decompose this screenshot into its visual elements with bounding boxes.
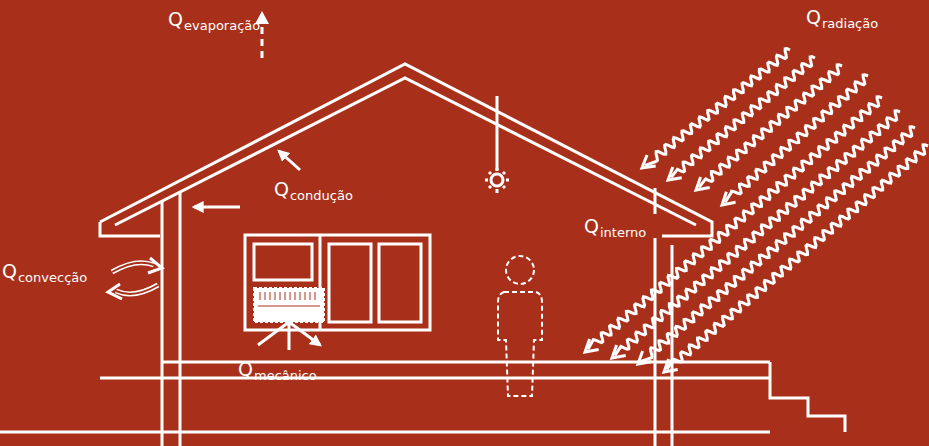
person-head <box>506 256 534 284</box>
roof-outer <box>100 64 712 236</box>
roof-inner <box>115 78 696 225</box>
ac-vent <box>260 292 261 300</box>
ac-vent <box>310 292 311 300</box>
radiation-arrowhead <box>696 177 710 190</box>
heat-symbol: Q <box>274 180 289 199</box>
heat-subscript: convecção <box>18 271 87 284</box>
radiation-wave <box>641 127 915 362</box>
lamp-cord <box>496 96 499 170</box>
radiation-arrowhead <box>638 351 652 364</box>
evaporation-arrow <box>261 22 264 58</box>
radiation-arrowhead <box>612 345 626 358</box>
radiation-wave <box>667 145 928 370</box>
person-body <box>498 292 542 396</box>
steps <box>0 362 845 432</box>
heat-symbol: Q <box>238 360 253 379</box>
ac-body <box>254 288 324 322</box>
heat-subscript: radiação <box>822 17 878 30</box>
window-pane <box>379 244 421 322</box>
ac-vent <box>280 292 281 300</box>
conduction-arrow <box>279 151 300 170</box>
right-wall <box>655 188 672 446</box>
left-eave <box>100 222 160 236</box>
convection-arrow <box>116 285 158 294</box>
convection-arrow <box>112 263 154 272</box>
heat-symbol: Q <box>168 10 183 29</box>
window-pane <box>254 244 312 280</box>
convection-arrow-core <box>112 263 154 272</box>
radiation-arrowhead <box>585 339 599 352</box>
radiation-arrowhead <box>664 359 678 372</box>
radiation-wave <box>671 57 815 178</box>
radiation-wave <box>645 49 790 166</box>
lamp-rays <box>485 168 509 193</box>
mechanical-arrows <box>258 322 320 350</box>
radiation-waves <box>585 49 928 372</box>
radiation-arrowhead <box>722 192 736 205</box>
radiation-arrowhead <box>668 167 682 180</box>
ac-vent <box>305 292 306 300</box>
ac-vent <box>290 292 291 300</box>
left-wall <box>162 192 180 446</box>
person <box>498 256 542 396</box>
radiation-arrowhead <box>642 155 656 168</box>
heat-subscript: evaporação <box>184 19 260 32</box>
convection-arrowhead <box>108 284 122 299</box>
ac-vent <box>300 292 301 300</box>
convection-arrowhead <box>148 258 162 273</box>
convection-arrow-core <box>116 285 158 294</box>
radiation-wave <box>699 65 842 188</box>
ac-vent <box>270 292 271 300</box>
radiation-wave <box>615 111 900 356</box>
heat-symbol: Q <box>2 262 17 281</box>
air-conditioner <box>254 288 324 350</box>
ac-vents <box>258 292 320 306</box>
heat-subscript: interno <box>600 226 646 239</box>
lamp <box>491 174 503 186</box>
heat-symbol: Q <box>584 217 599 236</box>
ac-vent <box>295 292 296 300</box>
house-outline <box>0 11 845 446</box>
ac-vent <box>285 292 286 300</box>
heat-subscript: condução <box>290 189 353 202</box>
window-frame <box>245 235 430 330</box>
conduction-arrow <box>194 206 240 209</box>
ac-vent <box>265 292 266 300</box>
ac-vent <box>315 292 316 300</box>
window-pane <box>329 244 371 322</box>
heat-symbol: Q <box>806 8 821 27</box>
heat-subscript: mecânico <box>254 369 317 382</box>
ac-vent <box>275 292 276 300</box>
ac-vent <box>258 306 320 307</box>
